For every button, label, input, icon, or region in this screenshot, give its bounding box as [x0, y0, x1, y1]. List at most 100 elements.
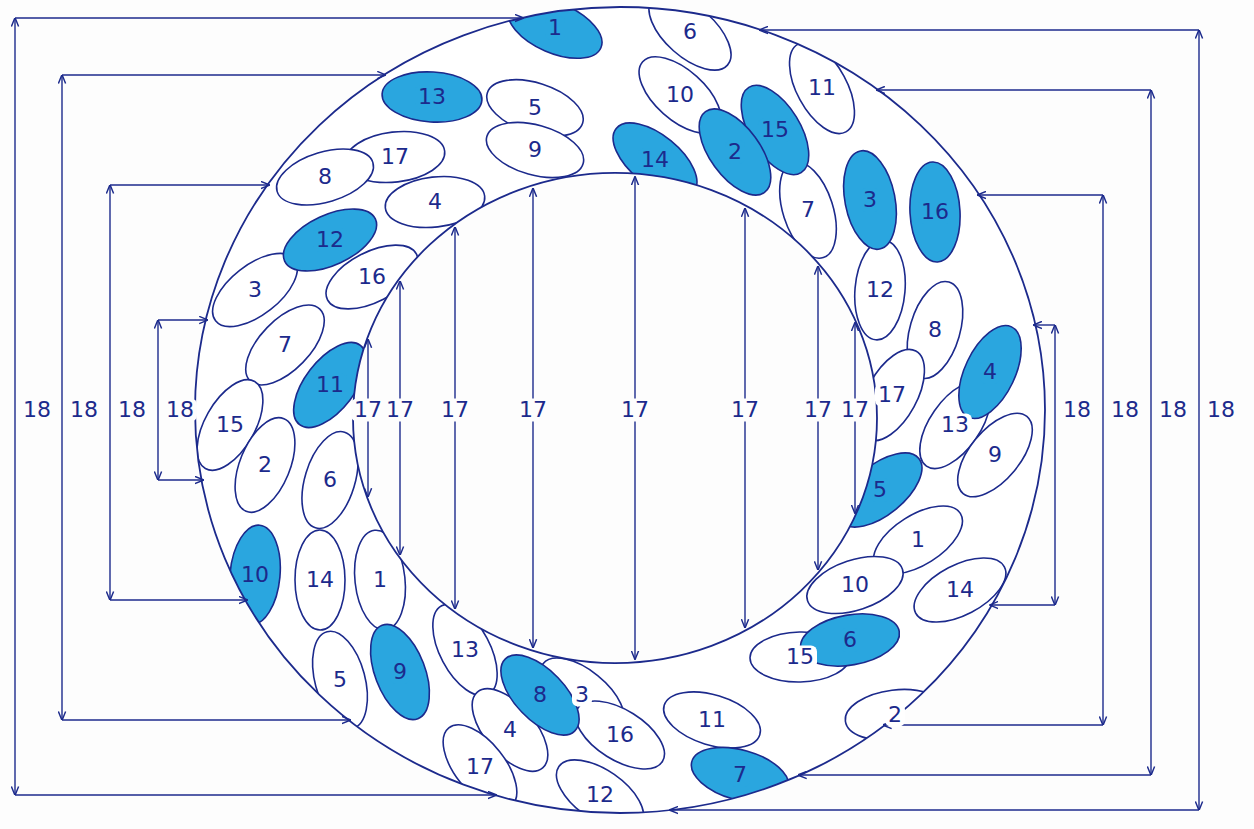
- braid-segment: [382, 171, 487, 232]
- braid-segment: [295, 530, 345, 630]
- callout-number: 11: [695, 708, 729, 731]
- callout-number: 6: [840, 628, 860, 651]
- callout-number: 5: [525, 96, 545, 119]
- dimension-label: 18: [1204, 398, 1238, 421]
- braid-segment: [545, 746, 656, 829]
- dimension-line: [109, 185, 110, 600]
- callout-number: 13: [938, 413, 972, 436]
- callout-number: 9: [985, 443, 1005, 466]
- callout-number: 11: [313, 373, 347, 396]
- braid-segment: [600, 109, 709, 211]
- callout-number: 4: [980, 360, 1000, 383]
- callout-number: 6: [320, 468, 340, 491]
- dimension-line: [1102, 195, 1103, 725]
- extension-line: [883, 724, 1103, 725]
- braid-segment: [359, 616, 441, 727]
- braid-segment: [420, 594, 511, 706]
- braid-segment: [657, 681, 767, 758]
- braid-segment: [842, 684, 947, 746]
- extension-line: [798, 774, 1151, 775]
- braid-segment: [429, 712, 530, 821]
- callout-number: 12: [583, 783, 617, 806]
- callout-number: 5: [870, 478, 890, 501]
- callout-number: 10: [838, 573, 872, 596]
- callout-number: 15: [758, 118, 792, 141]
- braid-segment: [270, 139, 380, 216]
- dimension-label: 18: [163, 398, 197, 421]
- callout-number: 3: [860, 188, 880, 211]
- extension-line: [977, 194, 1103, 195]
- callout-number: 7: [730, 763, 750, 786]
- callout-number: 1: [908, 528, 928, 551]
- dimension-label: 18: [20, 398, 54, 421]
- callout-number: 4: [425, 190, 445, 213]
- inner-edge: [353, 173, 877, 663]
- callout-number: 12: [863, 278, 897, 301]
- dimension-line: [1150, 90, 1151, 775]
- callout-number: 7: [798, 198, 818, 221]
- dimension-label: 18: [67, 398, 101, 421]
- callout-number: 15: [213, 413, 247, 436]
- wreath-band: [195, 7, 1045, 813]
- callout-number: 2: [725, 140, 745, 163]
- callout-number: 3: [245, 278, 265, 301]
- callout-number: 10: [238, 563, 272, 586]
- callout-number: 2: [885, 703, 905, 726]
- callout-number: 8: [530, 683, 550, 706]
- braid-segment: [350, 528, 411, 633]
- callout-number: 17: [463, 755, 497, 778]
- callout-number: 16: [603, 723, 637, 746]
- callout-number: 2: [255, 453, 275, 476]
- dimension-label: 17: [801, 398, 835, 421]
- callout-number: 6: [680, 20, 700, 43]
- dimension-label: 18: [1108, 398, 1142, 421]
- extension-line: [110, 599, 247, 600]
- extension-line: [158, 319, 208, 320]
- extension-line: [158, 479, 203, 480]
- callout-number: 11: [805, 76, 839, 99]
- dimension-line: [1198, 30, 1199, 810]
- extension-line: [62, 719, 350, 720]
- callout-number: 7: [275, 333, 295, 356]
- callout-number: 16: [918, 200, 952, 223]
- extension-line: [15, 17, 523, 18]
- extension-line: [62, 74, 386, 75]
- dimension-line: [1054, 325, 1055, 605]
- callout-number: 3: [572, 683, 592, 706]
- callout-number: 5: [330, 668, 350, 691]
- callout-number: 8: [315, 165, 335, 188]
- callout-number: 9: [525, 138, 545, 161]
- dimension-line: [61, 75, 62, 720]
- callout-number: 1: [545, 16, 565, 39]
- callout-number: 14: [943, 578, 977, 601]
- braid-segment: [225, 523, 284, 627]
- extension-line: [1033, 324, 1055, 325]
- braid-segment: [904, 545, 1016, 636]
- callout-number: 16: [355, 265, 389, 288]
- dimension-label: 17: [728, 398, 762, 421]
- extension-line: [876, 89, 1151, 90]
- braid-segment: [946, 316, 1034, 428]
- extension-line: [670, 809, 1199, 810]
- extension-line: [990, 604, 1055, 605]
- dimension-line: [14, 18, 15, 795]
- braid-segment: [303, 625, 377, 735]
- callout-number: 13: [415, 85, 449, 108]
- callout-number: 14: [303, 568, 337, 591]
- braid-segment: [851, 238, 909, 342]
- callout-number: 10: [663, 83, 697, 106]
- dimension-line: [157, 320, 158, 480]
- callout-number: 12: [313, 228, 347, 251]
- dimension-label: 17: [383, 398, 417, 421]
- dimension-label: 18: [1060, 398, 1094, 421]
- callout-number: 13: [448, 638, 482, 661]
- dimension-label: 18: [1156, 398, 1190, 421]
- callout-number: 17: [875, 383, 909, 406]
- callout-number: 14: [638, 148, 672, 171]
- braid-segment: [291, 425, 368, 535]
- dimension-label: 17: [438, 398, 472, 421]
- dimension-label: 18: [115, 398, 149, 421]
- extension-line: [110, 184, 269, 185]
- braid-segment: [800, 546, 911, 625]
